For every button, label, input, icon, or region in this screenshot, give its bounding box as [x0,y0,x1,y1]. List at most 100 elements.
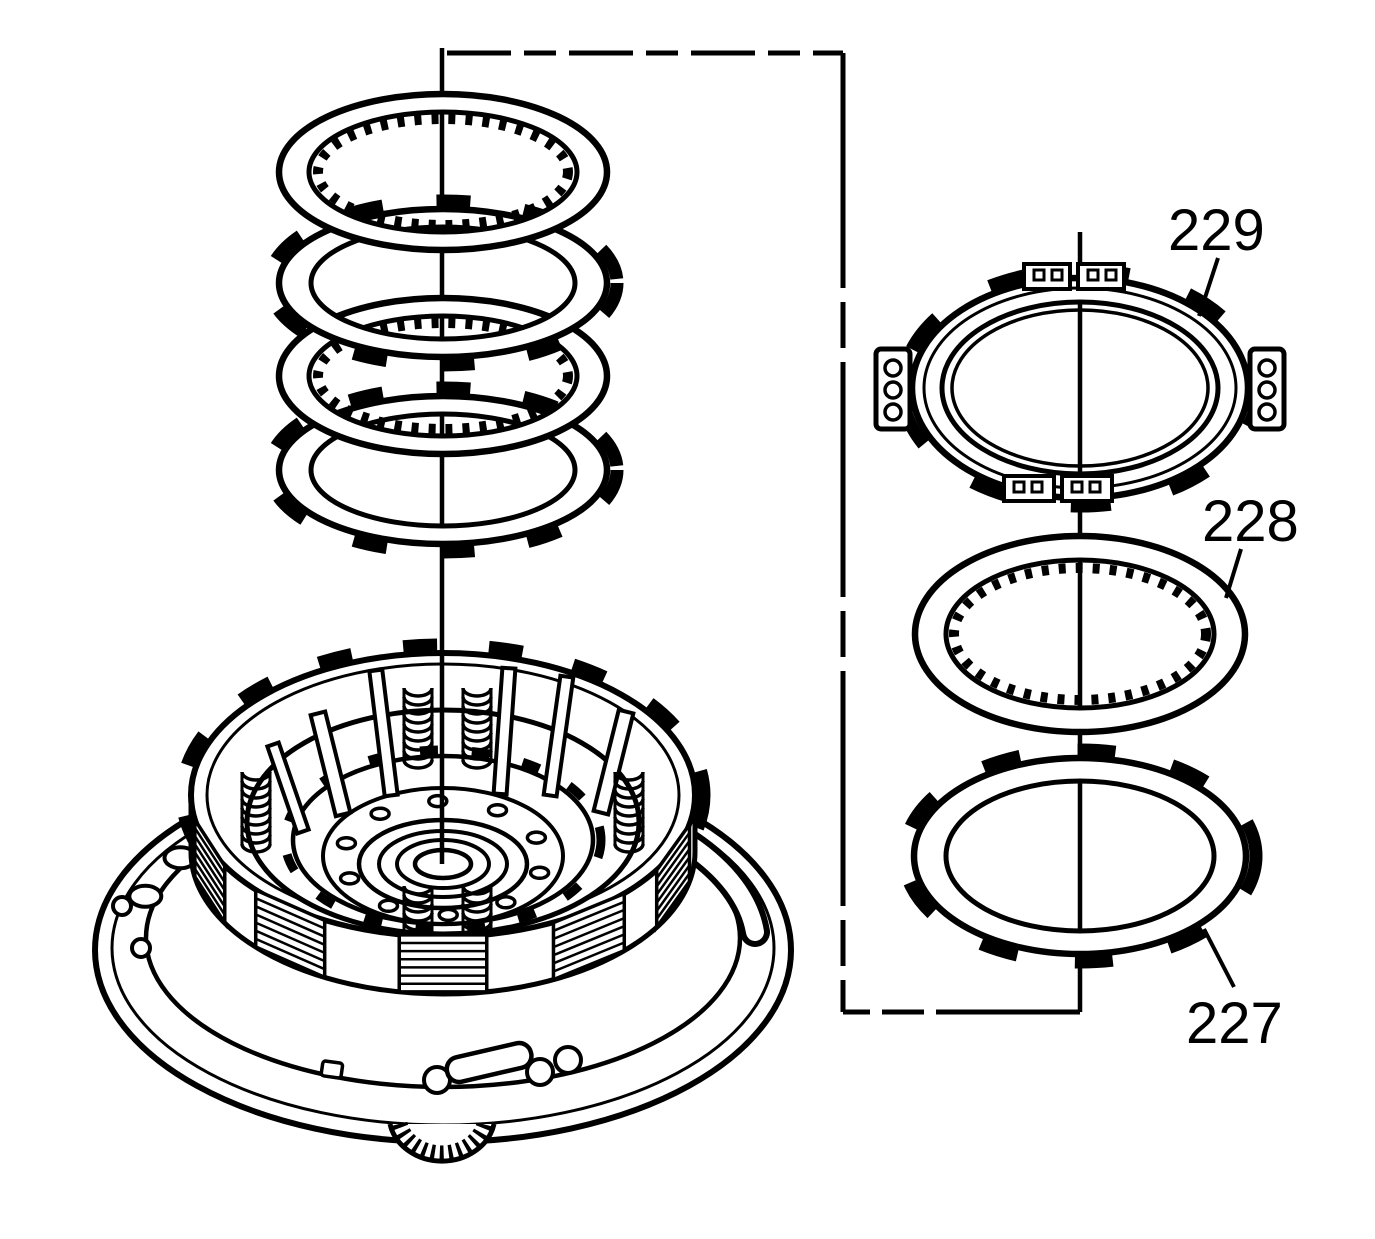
tab-rivet [883,358,903,378]
clutch-plate-edge [553,916,625,949]
hub-rivet-hole [525,830,548,845]
spring-coil [240,789,272,800]
spring-coil [461,903,493,914]
tab-slot [1070,480,1084,494]
friction-plate-top [275,90,611,254]
clutch-plate-edge [255,905,326,938]
clutch-return-springs [240,687,645,941]
friction-plate-lower [275,294,611,458]
tab-rivet [883,380,903,400]
clutch-plate-edge [655,872,691,920]
outer-lug-tabs [262,194,624,372]
spring-coil [402,741,434,752]
spring-coil [402,912,434,923]
backing-plate-229-details [873,262,1287,503]
plate-inner-edge [308,411,578,529]
tab-rivet [883,402,903,422]
spring-coil [240,780,272,791]
part-label-229: 229 [1168,198,1265,263]
tab-slot [1012,480,1026,494]
clutch-plate-edge [553,925,625,957]
spring-coil [461,687,493,698]
inner-spline-teeth [949,563,1211,705]
spring-coil [461,723,493,734]
coil-spring [461,687,493,770]
steel-plate-227 [897,743,1263,969]
spring-coil [402,885,434,896]
clutch-plate-stack [253,887,327,981]
flange-hole [111,895,133,917]
spring-coil [613,789,645,800]
hub-rivet-hole [486,802,509,818]
hub-rivet-hole [495,895,517,910]
clutch-plate-edge [193,859,226,908]
post [367,667,400,799]
tab-rivet [1257,380,1277,400]
callout-leader-229 [1197,257,1220,317]
spring-coil [461,696,493,707]
flange-kidney-slot-inner [681,836,764,941]
hub-rivet-hole [335,835,358,851]
outer-lug-tabs [897,743,1263,969]
plate-outer-edge [910,754,1250,958]
outer-lug-tabs [262,381,624,559]
spring-coil [461,921,493,932]
hub-rivet-hole [369,806,391,821]
spring-coil [240,771,272,782]
plate-inner-face-line [950,308,1210,468]
clutch-plate-edge [553,900,625,932]
spring-coil [461,759,493,770]
hub-rivet-hole [377,898,400,914]
apply-plate-posts [264,665,636,836]
spring-coil [402,750,434,761]
spring-coil [402,705,434,716]
clutch-pack-windows [193,813,692,994]
clutch-pack-window [397,933,489,994]
post [541,673,576,799]
callout-leader-228 [1224,548,1243,599]
drum-rim-tabs [175,638,711,952]
spring-coil [402,696,434,707]
clutch-plate-edge [655,840,691,888]
inner-spline-teeth [313,318,573,434]
clutch-plate-edge [255,921,326,955]
clutch-pack-window [654,819,692,933]
clutch-plate-edge [193,851,226,900]
left-clutch-plate-stack [262,90,624,559]
post [591,707,636,817]
inner-spline-teeth [313,114,573,230]
clutch-plate-stack [551,891,627,983]
spring-coil [240,816,272,827]
clutch-plate-edge [655,831,691,880]
plate-outer-edge [275,90,611,254]
bottom-tab [1002,474,1056,503]
post [491,665,518,797]
tab-slot [1050,268,1064,282]
clutch-plate-edge [193,867,226,916]
clutch-plate-edge [553,933,625,965]
spring-coil [461,750,493,761]
spring-coil [613,798,645,809]
spring-coil [402,714,434,725]
phantom-bracket-lines [447,50,1080,1015]
hub-rivet-hole [338,871,361,886]
part-label-228: 228 [1202,489,1299,554]
spring-coil [613,771,645,782]
bottom-tab [1060,474,1114,503]
friction-plate-228 [911,532,1249,736]
plate-inner-edge [943,557,1217,711]
spring-coil [461,705,493,716]
clutch-pack-window [193,813,227,929]
spring-coil [402,723,434,734]
part-label-227: 227 [1186,991,1283,1056]
spring-coil [613,816,645,827]
clutch-plate-edge [255,897,326,930]
tab-slot [1032,268,1046,282]
coil-spring [402,687,434,770]
tab-slot [1086,268,1100,282]
clutch-pack-window [551,891,627,983]
spring-coil [461,885,493,896]
clutch-plate-edge [655,848,691,896]
